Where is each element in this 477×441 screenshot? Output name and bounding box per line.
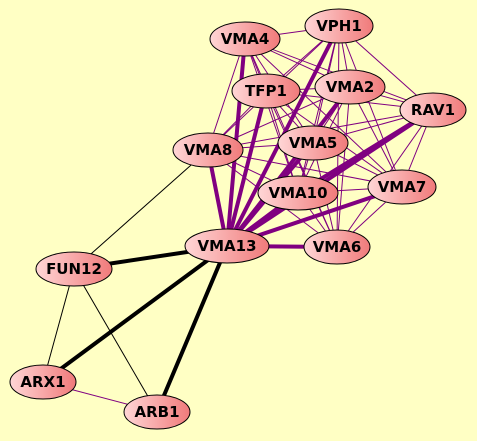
node-vma2[interactable]: VMA2 xyxy=(314,69,386,105)
node-label: FUN12 xyxy=(46,260,102,278)
node-ellipse[interactable] xyxy=(257,175,339,211)
node-label: ARB1 xyxy=(134,403,179,421)
node-label: VMA8 xyxy=(184,141,233,159)
node-label: RAV1 xyxy=(411,101,455,119)
node-ellipse[interactable] xyxy=(184,228,270,264)
edge-vma13-arx1 xyxy=(41,244,229,384)
node-vma8[interactable]: VMA8 xyxy=(172,132,244,168)
node-ellipse[interactable] xyxy=(314,69,386,105)
node-tfp1[interactable]: TFP1 xyxy=(231,73,301,109)
node-arx1[interactable]: ARX1 xyxy=(9,364,77,400)
node-ellipse[interactable] xyxy=(123,394,191,430)
node-vma4[interactable]: VMA4 xyxy=(209,21,281,57)
node-label: VMA10 xyxy=(268,184,327,202)
node-ellipse[interactable] xyxy=(399,92,467,128)
node-label: VMA13 xyxy=(197,237,256,255)
node-fun12[interactable]: FUN12 xyxy=(35,251,113,287)
edge-vph1-vma10 xyxy=(297,25,340,194)
node-vph1[interactable]: VPH1 xyxy=(304,8,374,44)
node-vma6[interactable]: VMA6 xyxy=(303,229,371,265)
edge-vma4-vma10 xyxy=(244,38,299,194)
node-vma5[interactable]: VMA5 xyxy=(277,125,349,161)
edge-fun12-arx1 xyxy=(42,268,75,383)
edge-tfp1-vma6 xyxy=(265,90,338,248)
node-ellipse[interactable] xyxy=(231,73,301,109)
node-rav1[interactable]: RAV1 xyxy=(399,92,467,128)
node-label: VMA5 xyxy=(289,134,338,152)
node-label: VMA4 xyxy=(221,30,270,48)
node-ellipse[interactable] xyxy=(367,169,437,205)
node-arb1[interactable]: ARB1 xyxy=(123,394,191,430)
edge-vma4-vma8 xyxy=(207,38,246,151)
edge-vph1-vma7 xyxy=(338,25,403,188)
node-ellipse[interactable] xyxy=(277,125,349,161)
node-vma13[interactable]: VMA13 xyxy=(184,228,270,264)
edge-vma4-vma7 xyxy=(244,38,403,188)
edge-fun12-vma8 xyxy=(73,149,209,270)
node-label: VMA7 xyxy=(378,178,427,196)
node-ellipse[interactable] xyxy=(35,251,113,287)
edge-fun12-arb1 xyxy=(73,268,158,413)
node-label: ARX1 xyxy=(20,373,65,391)
node-ellipse[interactable] xyxy=(304,8,374,44)
node-ellipse[interactable] xyxy=(303,229,371,265)
edge-vma13-arb1 xyxy=(155,244,229,414)
node-label: VPH1 xyxy=(316,17,362,35)
node-vma10[interactable]: VMA10 xyxy=(257,175,339,211)
node-label: VMA6 xyxy=(313,238,362,256)
node-ellipse[interactable] xyxy=(209,21,281,57)
node-ellipse[interactable] xyxy=(9,364,77,400)
node-label: TFP1 xyxy=(245,82,287,100)
node-ellipse[interactable] xyxy=(172,132,244,168)
node-label: VMA2 xyxy=(326,78,375,96)
node-vma7[interactable]: VMA7 xyxy=(367,169,437,205)
